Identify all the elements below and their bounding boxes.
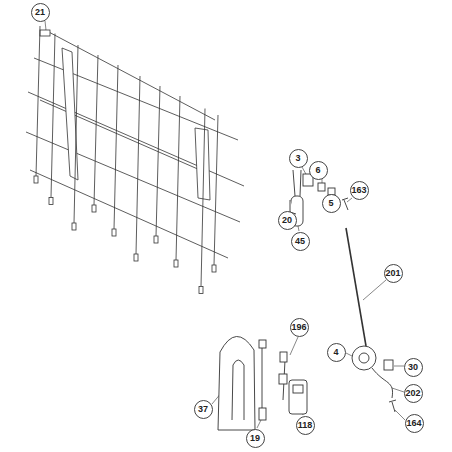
callout-number: 21	[31, 3, 50, 22]
harness-wire	[74, 45, 78, 223]
callout-number: 164	[405, 414, 424, 433]
callout-number: 37	[194, 400, 213, 419]
wire-harness	[26, 26, 244, 294]
callout-number: 3	[289, 149, 308, 168]
wire-connector	[134, 254, 138, 261]
harness-wire	[156, 86, 160, 236]
harness-wire	[136, 76, 140, 254]
harness-wire	[36, 26, 40, 176]
callout-number: 45	[291, 232, 310, 251]
harness-wire	[51, 34, 55, 198]
harness-wire	[176, 96, 180, 260]
callout-number: 6	[309, 161, 328, 180]
wire-connector	[199, 287, 203, 294]
callout-number: 30	[404, 358, 423, 377]
wire-connector	[49, 198, 53, 205]
callout-number: 201	[384, 264, 403, 283]
wire-connector	[92, 205, 96, 212]
callout-number: 19	[246, 429, 265, 448]
callout-number: 4	[327, 343, 346, 362]
harness-wire	[214, 115, 218, 265]
callout-number: 5	[322, 194, 341, 213]
parts	[218, 170, 396, 430]
wire-connector	[154, 236, 158, 243]
wire-connector	[112, 229, 116, 236]
harness-wire	[94, 55, 98, 205]
harness-wire	[201, 109, 205, 287]
wire-connector	[174, 260, 178, 267]
wire-connector	[212, 265, 216, 272]
callout-number: 20	[278, 211, 297, 230]
wire-connector	[34, 176, 38, 183]
callout-number: 163	[350, 181, 369, 200]
harness-wire	[114, 65, 118, 229]
callout-number: 118	[296, 416, 315, 435]
wire-connector	[72, 223, 76, 230]
callout-number: 202	[404, 384, 423, 403]
callout-number: 196	[290, 318, 309, 337]
